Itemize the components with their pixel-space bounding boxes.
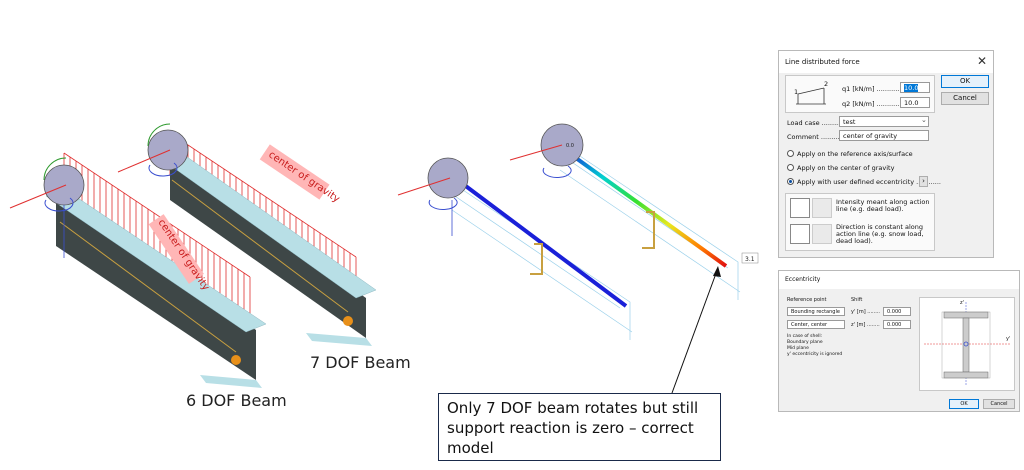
radio-reference-axis-label: Apply on the reference axis/surface (797, 150, 913, 158)
q1-input[interactable]: 10.0 (900, 82, 930, 93)
diagram-point-1: 1 (794, 88, 799, 96)
ok-button[interactable]: OK (941, 75, 989, 88)
callout-note: Only 7 DOF beam rotates but still suppor… (438, 393, 721, 461)
dialog-title: Line distributed force (779, 51, 993, 73)
load-diagram-group: 1 2 q1 [kN/m] .............. 10.0 q2 [kN… (785, 75, 935, 113)
cancel-button[interactable]: Cancel (983, 399, 1015, 409)
shell-note-4: y' eccentricity is ignored (787, 352, 843, 357)
mid-value-label: 0.0 (566, 143, 574, 149)
radio-center-gravity-label: Apply on the center of gravity (797, 164, 895, 172)
radio-reference-axis[interactable] (787, 150, 794, 157)
y-shift-input[interactable]: 0.000 (883, 307, 911, 316)
y-shift-label: y' [m] ........ (851, 309, 880, 315)
dialog-title: Eccentricity (779, 271, 1019, 289)
load-diagram-icon (796, 87, 826, 105)
gravity-center-dot-left (231, 355, 241, 365)
diagram-point-2: 2 (824, 80, 829, 88)
load-case-select[interactable]: test (839, 116, 929, 127)
eccentricity-dialog: Eccentricity Reference point Bounding re… (778, 270, 1020, 412)
shell-note-1: In case of shell: (787, 334, 823, 339)
reference-point-label: Reference point (787, 297, 827, 303)
ok-button[interactable]: OK (949, 399, 979, 409)
direction-constant-icon[interactable] (790, 224, 810, 244)
cross-section-preview[interactable]: y' z' (919, 297, 1015, 391)
radio-eccentricity[interactable] (787, 178, 794, 185)
shell-note-3: Mid plane (787, 346, 809, 351)
load-label-text-right: center of gravity (266, 149, 341, 205)
line-force-dialog: Line distributed force ✕ OK Cancel 1 2 q… (778, 50, 994, 258)
load-case-label: Load case ......... (787, 119, 841, 127)
load-label-left (148, 214, 204, 284)
z-shift-input[interactable]: 0.000 (883, 320, 911, 329)
support-sphere-right (147, 129, 189, 171)
comment-label: Comment ........... (787, 133, 844, 141)
intensity-projected-icon[interactable] (812, 198, 832, 218)
cancel-button[interactable]: Cancel (941, 92, 989, 105)
reaction-value-label: 3.1 (745, 256, 755, 263)
q1-label: q1 [kN/m] .............. (842, 85, 906, 93)
z-axis-label: z' (960, 300, 964, 306)
seven-dof-caption: 7 DOF Beam (310, 353, 411, 372)
six-dof-caption: 6 DOF Beam (186, 391, 287, 410)
comment-input[interactable]: center of gravity (839, 130, 929, 141)
beam-bottom-flange-left (200, 375, 262, 388)
intensity-options-group: Intensity meant along action line (e.g. … (785, 193, 935, 251)
support-sphere-left (43, 164, 85, 206)
radio-eccentricity-label: Apply with user defined eccentricity ...… (797, 178, 941, 186)
reference-select[interactable]: Bounding rectangle (787, 307, 845, 316)
gravity-center-dot-right (343, 316, 353, 326)
intensity-along-line-icon[interactable] (790, 198, 810, 218)
z-shift-label: z' [m] ........ (851, 322, 880, 328)
i-beam-section-icon (924, 302, 1010, 386)
y-axis-label: y' (1006, 336, 1011, 342)
q2-label: q2 [kN/m] .............. (842, 100, 906, 108)
intensity-text: Intensity meant along action line (e.g. … (836, 198, 930, 213)
beam-web-left (56, 196, 256, 380)
direction-local-icon[interactable] (812, 224, 832, 244)
results-view: 0.0 3.1 (397, 123, 759, 394)
direction-text: Direction is constant along action line … (836, 223, 924, 245)
radio-center-gravity[interactable] (787, 164, 794, 171)
q2-input[interactable]: 10.0 (900, 97, 930, 108)
position-select[interactable]: Center, center (787, 320, 845, 329)
chevron-down-icon: ⌄ (921, 116, 927, 124)
shift-label: Shift (851, 297, 863, 303)
eccentricity-more-button[interactable]: › (919, 176, 928, 187)
close-icon[interactable]: ✕ (976, 54, 988, 68)
six-dof-beam: center of gravity (9, 152, 267, 388)
shell-note-2: Boundary plane (787, 340, 823, 345)
